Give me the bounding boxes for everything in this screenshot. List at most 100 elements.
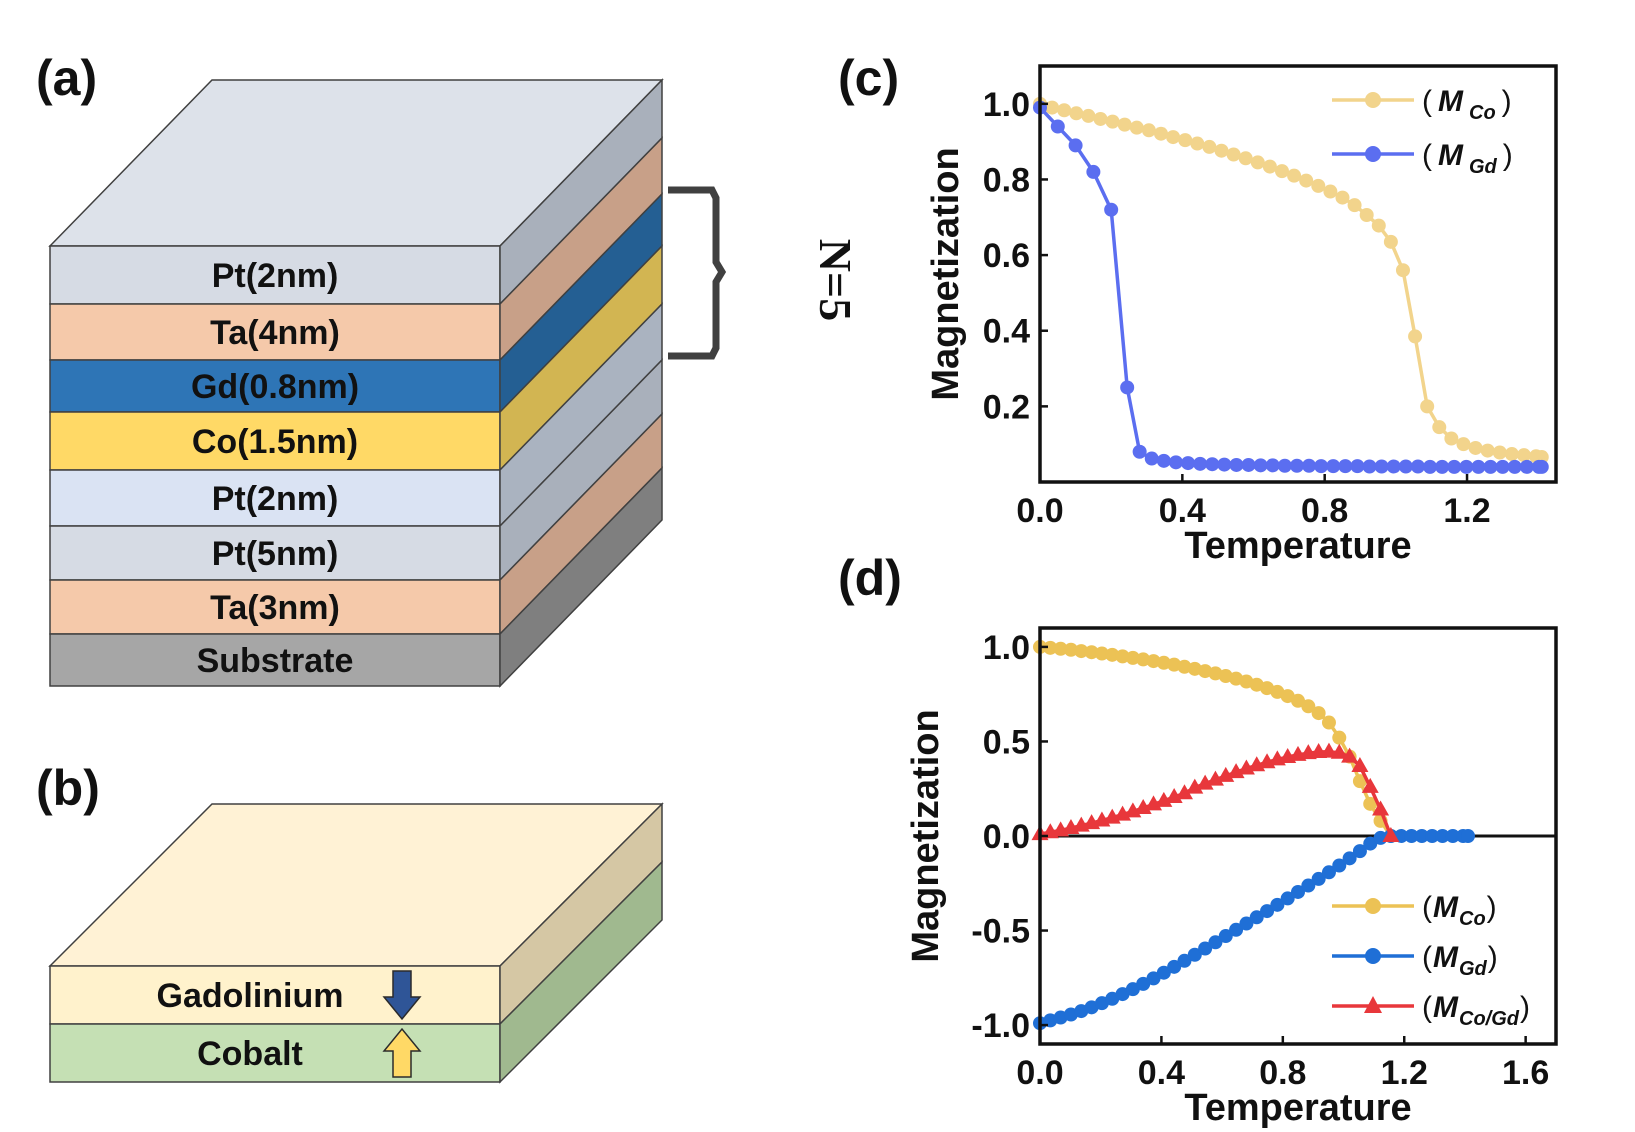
data-point (1125, 982, 1140, 997)
legend: (MCo)(MGd)(MCo/Gd) (1332, 891, 1530, 1030)
x-tick-label: 0.8 (1301, 492, 1348, 530)
data-point (1196, 774, 1214, 790)
data-point (1321, 865, 1336, 880)
series-gd (1033, 100, 1549, 474)
data-point (1190, 136, 1205, 151)
layer-label: Co(1.5nm) (192, 423, 358, 461)
legend-marker (1365, 898, 1381, 914)
data-point (1471, 459, 1486, 474)
data-point (1129, 120, 1144, 135)
data-point (1432, 420, 1447, 435)
data-point (1045, 100, 1060, 115)
layer-front-face (49, 579, 501, 635)
data-point (1181, 456, 1196, 471)
layer-front-face (49, 525, 501, 581)
data-point (1141, 123, 1156, 138)
layer-label: Ta(3nm) (210, 589, 340, 627)
data-point (1338, 459, 1353, 474)
panel-c-label: (c) (838, 50, 899, 106)
x-tick-label: 0.4 (1159, 492, 1206, 530)
data-point (1229, 922, 1244, 937)
series-co (1033, 639, 1398, 843)
data-point (1208, 935, 1223, 950)
legend-item: (MCo/Gd) (1332, 991, 1530, 1030)
data-point (1241, 457, 1256, 472)
y-tick-label: -0.5 (971, 913, 1030, 951)
data-point (1265, 458, 1280, 473)
layer-cobalt: Cobalt (49, 860, 663, 1084)
data-point (1326, 459, 1341, 474)
data-point (1350, 459, 1365, 474)
data-point (1372, 800, 1390, 816)
data-point (1069, 106, 1084, 121)
data-point (1117, 117, 1132, 132)
data-point (1218, 929, 1233, 944)
data-point (1155, 791, 1173, 807)
data-point (1311, 178, 1326, 193)
data-point (1120, 380, 1135, 395)
data-point (1074, 644, 1089, 659)
data-point (1341, 747, 1359, 763)
series-line (1039, 834, 1468, 1025)
series-co-gd (1031, 742, 1400, 842)
panel-b-label: (b) (36, 760, 100, 816)
data-point (1301, 878, 1316, 893)
data-point (1260, 904, 1275, 919)
data-point (1435, 459, 1450, 474)
data-point (1146, 654, 1161, 669)
x-tick-label: 0.0 (1016, 492, 1063, 530)
series-line (1038, 106, 1542, 469)
data-point (1321, 715, 1336, 730)
layer-substrate: Substrate (49, 466, 663, 688)
data-point (1217, 766, 1235, 782)
data-point (1445, 829, 1460, 843)
data-point (1383, 234, 1398, 249)
layer-ta-3nm: Ta(3nm) (49, 412, 663, 636)
y-tick-label: 0.6 (983, 237, 1030, 275)
layer-label: Pt(5nm) (212, 535, 339, 573)
data-point (1043, 640, 1058, 655)
data-point (1534, 459, 1549, 474)
layer-pt-2nm: Pt(2nm) (49, 78, 663, 306)
layer-pt-5nm: Pt(5nm) (49, 358, 663, 582)
series-co (1033, 96, 1549, 465)
data-point (1362, 459, 1377, 474)
data-point (1253, 458, 1268, 473)
data-point (1250, 155, 1265, 170)
data-point (1262, 159, 1277, 174)
y-tick-label: 0.8 (983, 161, 1030, 199)
data-point (1193, 456, 1208, 471)
data-point (1136, 976, 1151, 991)
x-tick-label: 1.2 (1443, 492, 1490, 530)
layer-label: Pt(2nm) (212, 257, 339, 295)
legend-marker (1364, 996, 1382, 1013)
data-point (1335, 190, 1350, 205)
x-axis-title: Temperature (1184, 1087, 1411, 1129)
data-point (1320, 742, 1338, 758)
x-tick-label: 1.6 (1502, 1054, 1549, 1092)
data-point (1519, 459, 1534, 474)
data-point (1186, 778, 1204, 794)
legend-label: (MCo/Gd) (1422, 991, 1530, 1030)
data-point (1352, 774, 1367, 789)
data-point (1165, 788, 1183, 804)
panel-a: (a) Pt(2nm)Ta(4nm)Gd(0.8nm)Co(1.5nm)Pt(2… (36, 50, 861, 688)
panel-d-label: (d) (838, 550, 902, 606)
data-point (1302, 458, 1317, 473)
data-point (1444, 431, 1459, 446)
layer-side-face (499, 860, 663, 1084)
layer-gadolinium: Gadolinium (49, 802, 663, 1026)
data-point (1483, 459, 1498, 474)
data-point (1492, 445, 1507, 460)
data-point (1153, 126, 1168, 141)
data-point (1359, 208, 1374, 223)
data-point (1214, 143, 1229, 158)
data-point (1229, 457, 1244, 472)
data-point (1323, 184, 1338, 199)
